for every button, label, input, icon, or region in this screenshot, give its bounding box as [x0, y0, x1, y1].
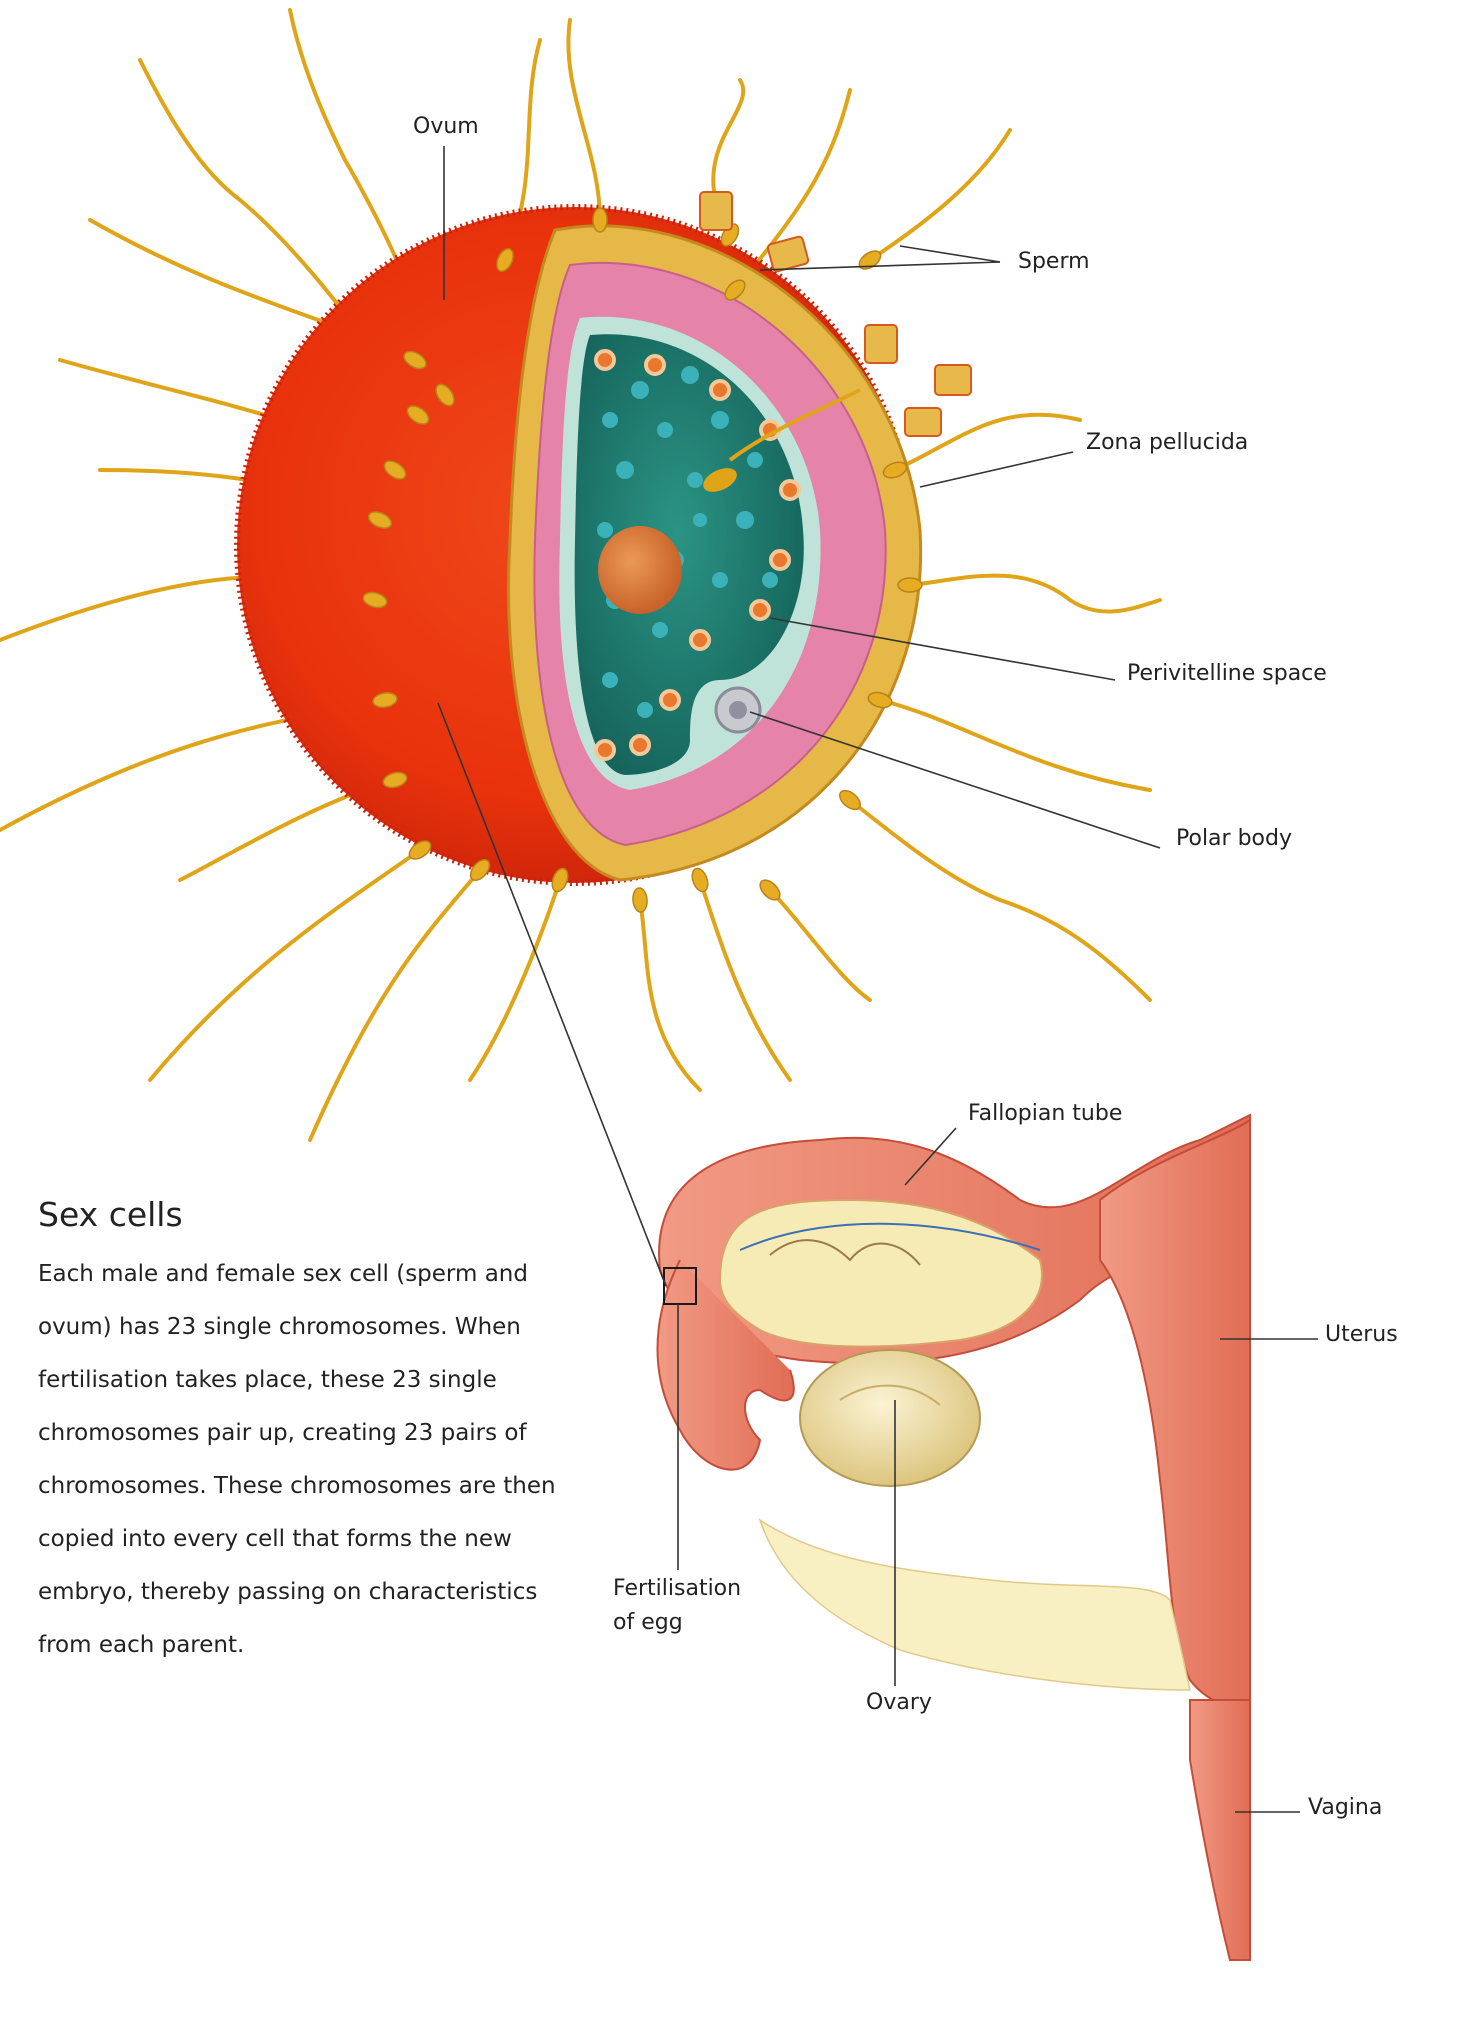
fertilisation-line-1: Fertilisation: [613, 1576, 742, 1601]
penetrating-sperm: [728, 388, 861, 462]
zona-pellucida-label: Zona pellucida: [1086, 430, 1249, 455]
perivitelline-space-label: Perivitelline space: [1127, 661, 1327, 686]
polar-body-label: Polar body: [1176, 826, 1292, 851]
fertilisation-of-egg-label: Fertilisation of egg: [613, 1576, 741, 1637]
leader-lines: [437, 146, 1318, 1813]
fallopian-tube-label: Fallopian tube: [968, 1101, 1123, 1126]
section-heading: Sex cells: [38, 1195, 183, 1234]
cortical-granules: [594, 349, 801, 761]
ovary-label: Ovary: [866, 1690, 932, 1715]
corona-cells: [699, 191, 972, 437]
ovum-label: Ovum: [413, 114, 479, 139]
ovary-shape: [799, 1349, 981, 1487]
fertilisation-line-2: of egg: [613, 1610, 683, 1636]
fertilisation-marker: [663, 1267, 697, 1305]
sex-cells-text-block: Sex cells Each male and female sex cell …: [38, 1195, 558, 1672]
broad-ligament-shape: [758, 1518, 1191, 1691]
section-body: Each male and female sex cell (sperm and…: [38, 1261, 556, 1658]
fimbriae-shape: [656, 1259, 795, 1471]
sperm-label: Sperm: [1018, 249, 1090, 274]
uterus-label: Uterus: [1325, 1322, 1398, 1347]
vagina-label: Vagina: [1308, 1795, 1383, 1820]
cytoplasm-shape: [574, 334, 804, 775]
vagina-shape: [1189, 1699, 1251, 1961]
nucleus-shape: [598, 526, 682, 614]
